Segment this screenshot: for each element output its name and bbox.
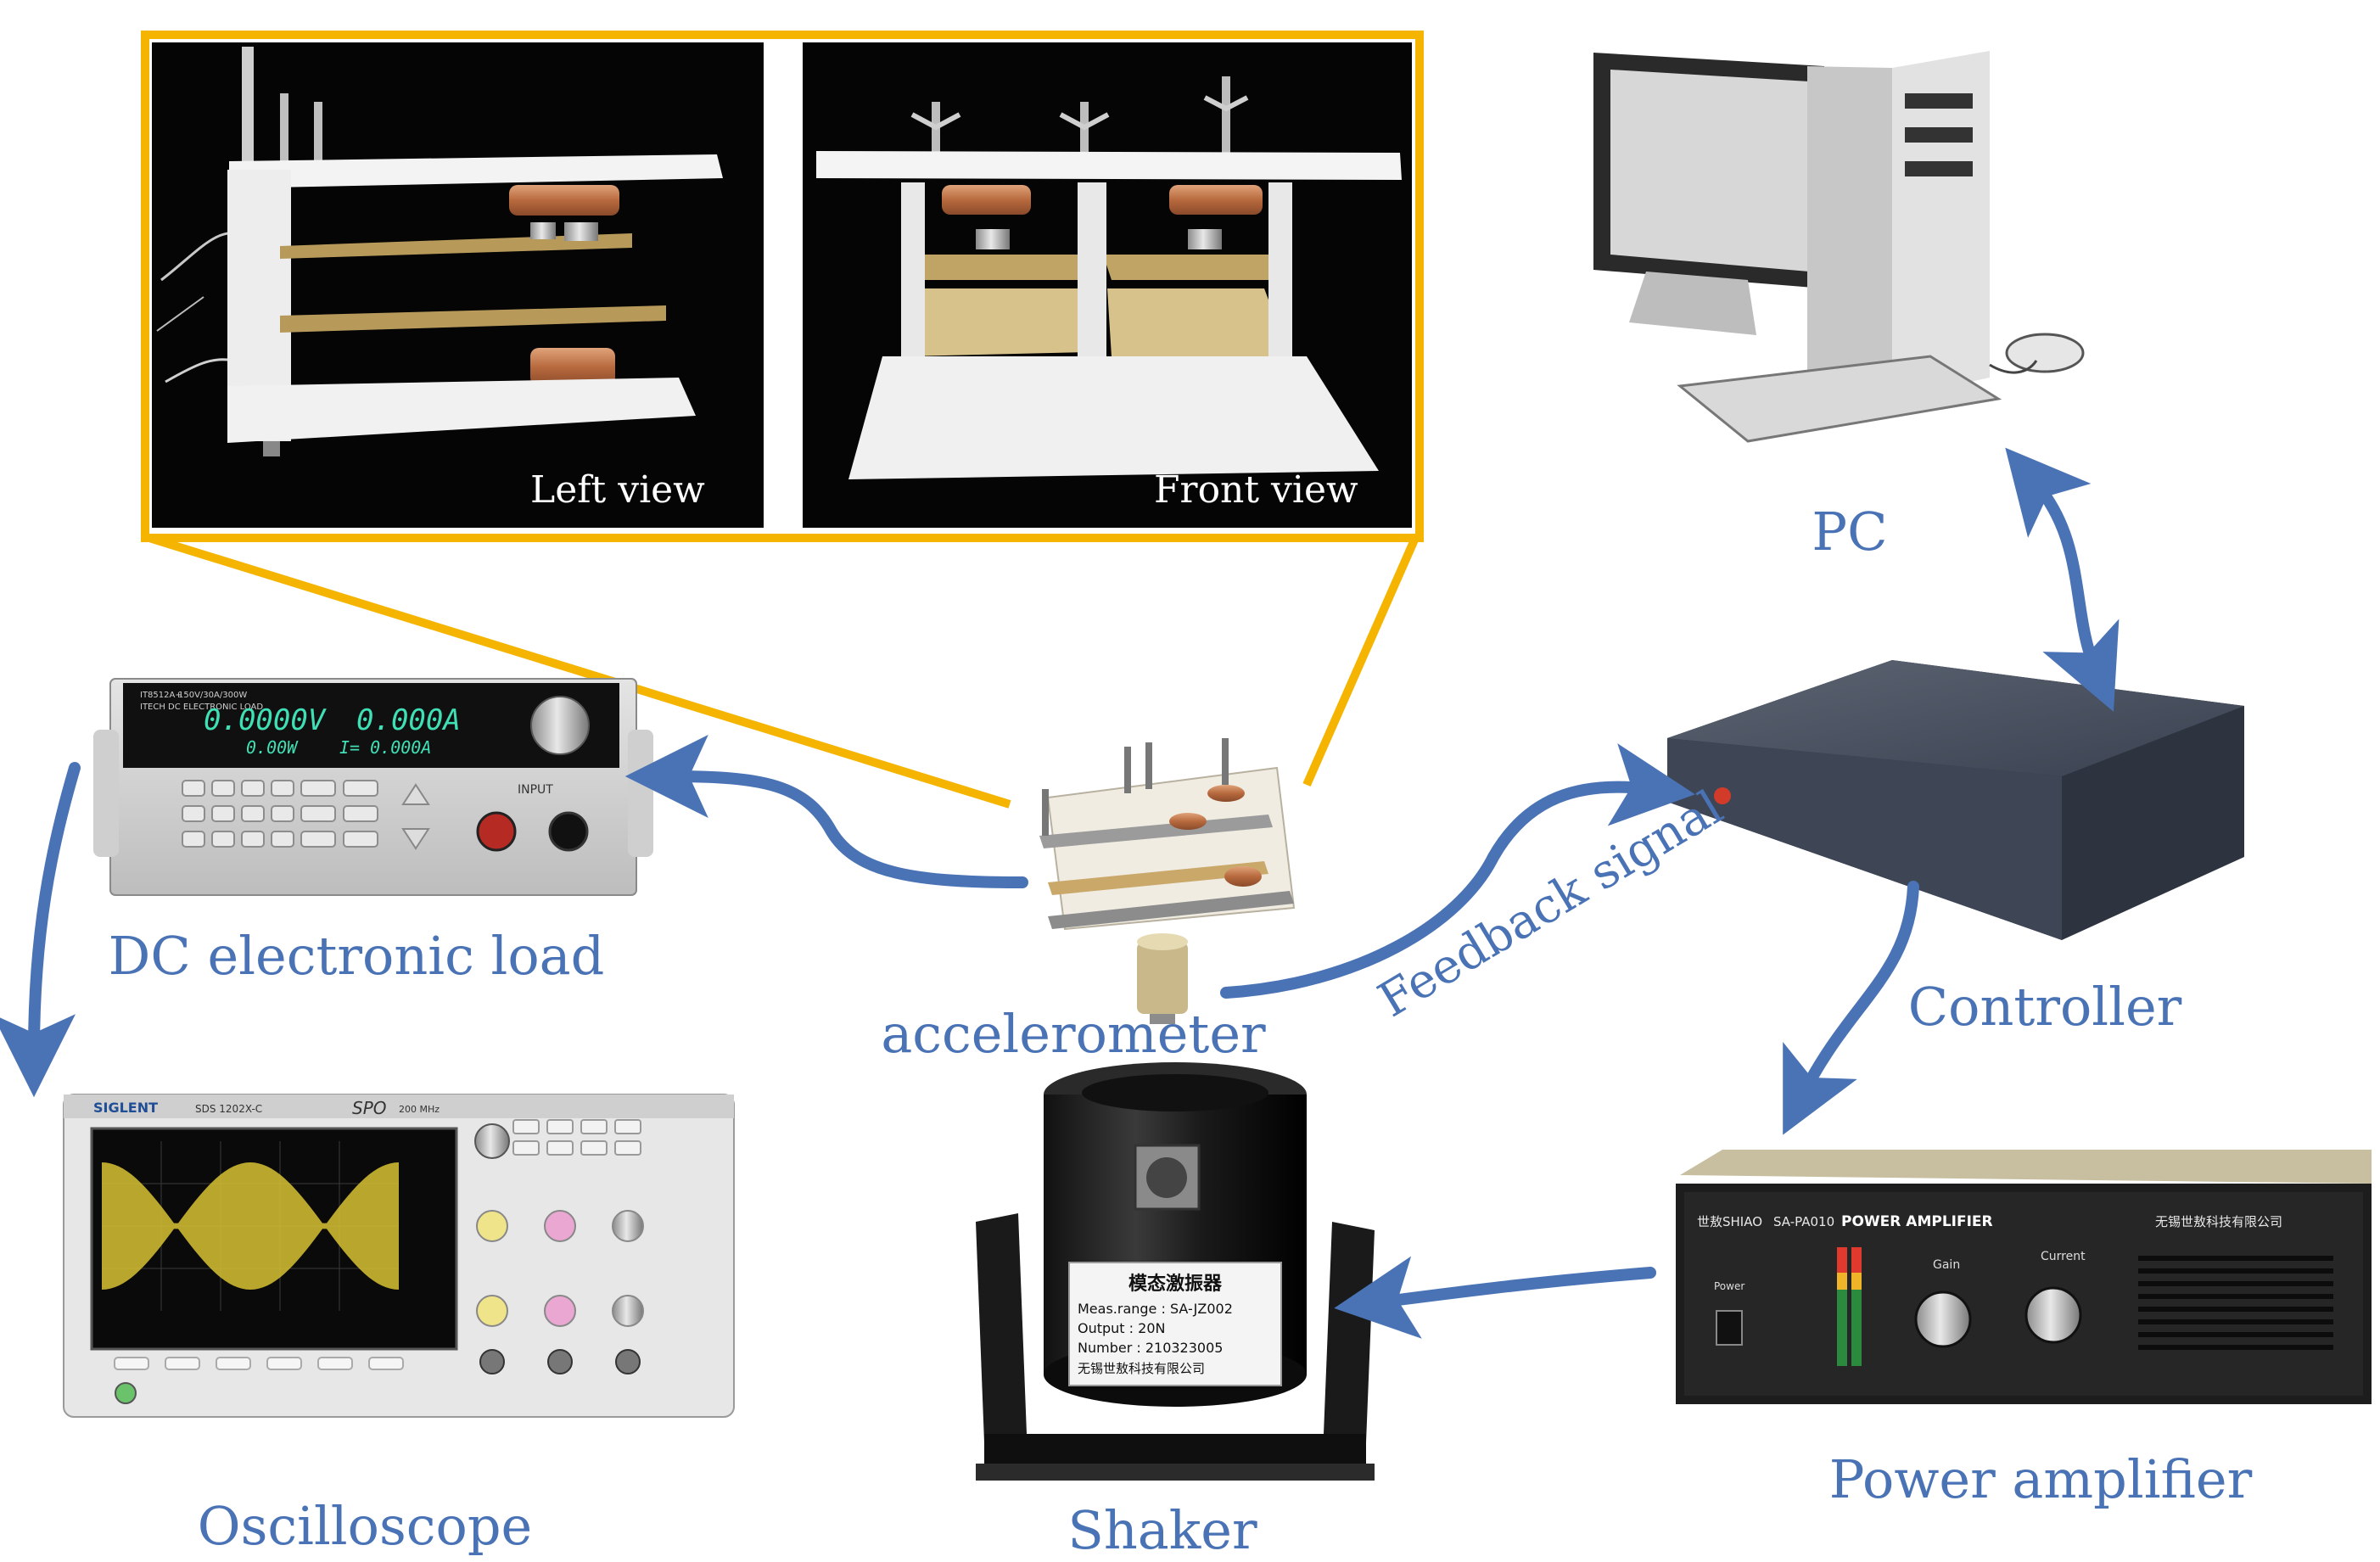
dc-load-voltage: 0.0000V [204, 703, 327, 737]
amp-title: POWER AMPLIFIER [1841, 1213, 1993, 1230]
inset-photo-panel: Left view [141, 31, 1424, 809]
shaker-tag-title: 模态激振器 [1128, 1273, 1223, 1295]
amp-brand: 世敖SHIAO [1697, 1214, 1762, 1229]
shaker-tag-output: Output : 20N [1078, 1320, 1165, 1336]
feedback-signal-label: Feedback signal [1369, 780, 1733, 1028]
dcload-scope-arrow [0, 762, 81, 1098]
scope-model: SDS 1202X-C [195, 1103, 262, 1115]
accelerometer-sensor-icon [1137, 942, 1188, 1014]
pc-label: PC [1812, 501, 1887, 563]
accelerometer-label: accelerometer [881, 1003, 1266, 1065]
amp-shaker-arrow [1334, 1256, 1656, 1339]
shaker-label: Shaker [1067, 1499, 1257, 1561]
pc-controller-arrow [2005, 447, 2120, 712]
dc-load-current: 0.000A [356, 703, 461, 737]
pc-illustration: PC [1593, 51, 2085, 563]
down-arrow-key-icon [401, 828, 430, 850]
amp-power-label: Power [1714, 1280, 1744, 1292]
scope-waveform [102, 1162, 399, 1290]
ch2-knob-icon [544, 1210, 576, 1242]
inset-connector-right [1302, 535, 1420, 787]
shaker-tag-range: Meas.range : SA-JZ002 [1078, 1301, 1233, 1317]
amp-maker: 无锡世敖科技有限公司 [2155, 1214, 2282, 1229]
controller-amp-arrow [1783, 881, 1919, 1135]
dc-load-label: DC electronic load [109, 925, 605, 987]
gain-knob-icon [1914, 1290, 1972, 1348]
ch1-knob-icon [476, 1210, 508, 1242]
amp-model: SA-PA010 [1773, 1214, 1834, 1229]
dc-load-power: 0.00W [246, 737, 299, 758]
left-view-photo: Left view [152, 42, 764, 528]
oscilloscope-illustration: SIGLENT SDS 1202X-C SPO 200 MHz Oscillo [63, 1094, 735, 1557]
power-amplifier-illustration: 世敖SHIAO SA-PA010 POWER AMPLIFIER 无锡世敖科技有… [1676, 1150, 2372, 1510]
dc-load-input-label: INPUT [518, 783, 553, 797]
dc-load-spec: 150V/30A/300W [178, 691, 247, 700]
controller-illustration: Controller [1667, 660, 2244, 1038]
left-view-caption: Left view [530, 468, 705, 512]
dc-load-subtitle: ITECH DC ELECTRONIC LOAD [140, 703, 263, 712]
scope-brand: SIGLENT [93, 1100, 158, 1116]
positive-terminal-icon [476, 811, 517, 852]
scope-tagline: SPO [352, 1098, 387, 1118]
prototype-dcload-arrow [624, 735, 1028, 888]
front-view-caption: Front view [1154, 468, 1358, 512]
dc-load-model: IT8512A+ [140, 691, 182, 700]
up-arrow-key-icon [401, 783, 430, 805]
inset-connector-left [148, 534, 1011, 809]
shaker-tag-maker: 无锡世敖科技有限公司 [1078, 1361, 1205, 1376]
dc-load-status: I= 0.000A [339, 737, 431, 758]
front-view-photo: Front view [803, 42, 1412, 528]
connector-icon [1146, 1157, 1187, 1198]
power-amplifier-label: Power amplifier [1829, 1448, 2253, 1510]
shaker-tag-number: Number : 210323005 [1078, 1340, 1223, 1356]
scope-power-icon [115, 1382, 137, 1404]
controller-label: Controller [1908, 976, 2182, 1038]
amp-gain-label: Gain [1933, 1258, 1960, 1272]
amp-current-label: Current [2041, 1250, 2086, 1263]
dc-load-knob-icon [530, 696, 590, 755]
negative-terminal-icon [548, 811, 589, 852]
prototype-harvester-illustration: accelerometer [881, 738, 1296, 1065]
feedback-arrow [1220, 743, 1695, 999]
oscilloscope-label: Oscilloscope [198, 1495, 532, 1557]
shaker-illustration: 模态激振器 Meas.range : SA-JZ002 Output : 20N… [976, 1062, 1375, 1561]
dc-electronic-load-illustration: IT8512A+ 150V/30A/300W ITECH DC ELECTRON… [93, 678, 653, 987]
scope-bandwidth: 200 MHz [399, 1104, 440, 1115]
power-switch-icon [1716, 1310, 1743, 1346]
current-knob-icon [2024, 1286, 2082, 1344]
